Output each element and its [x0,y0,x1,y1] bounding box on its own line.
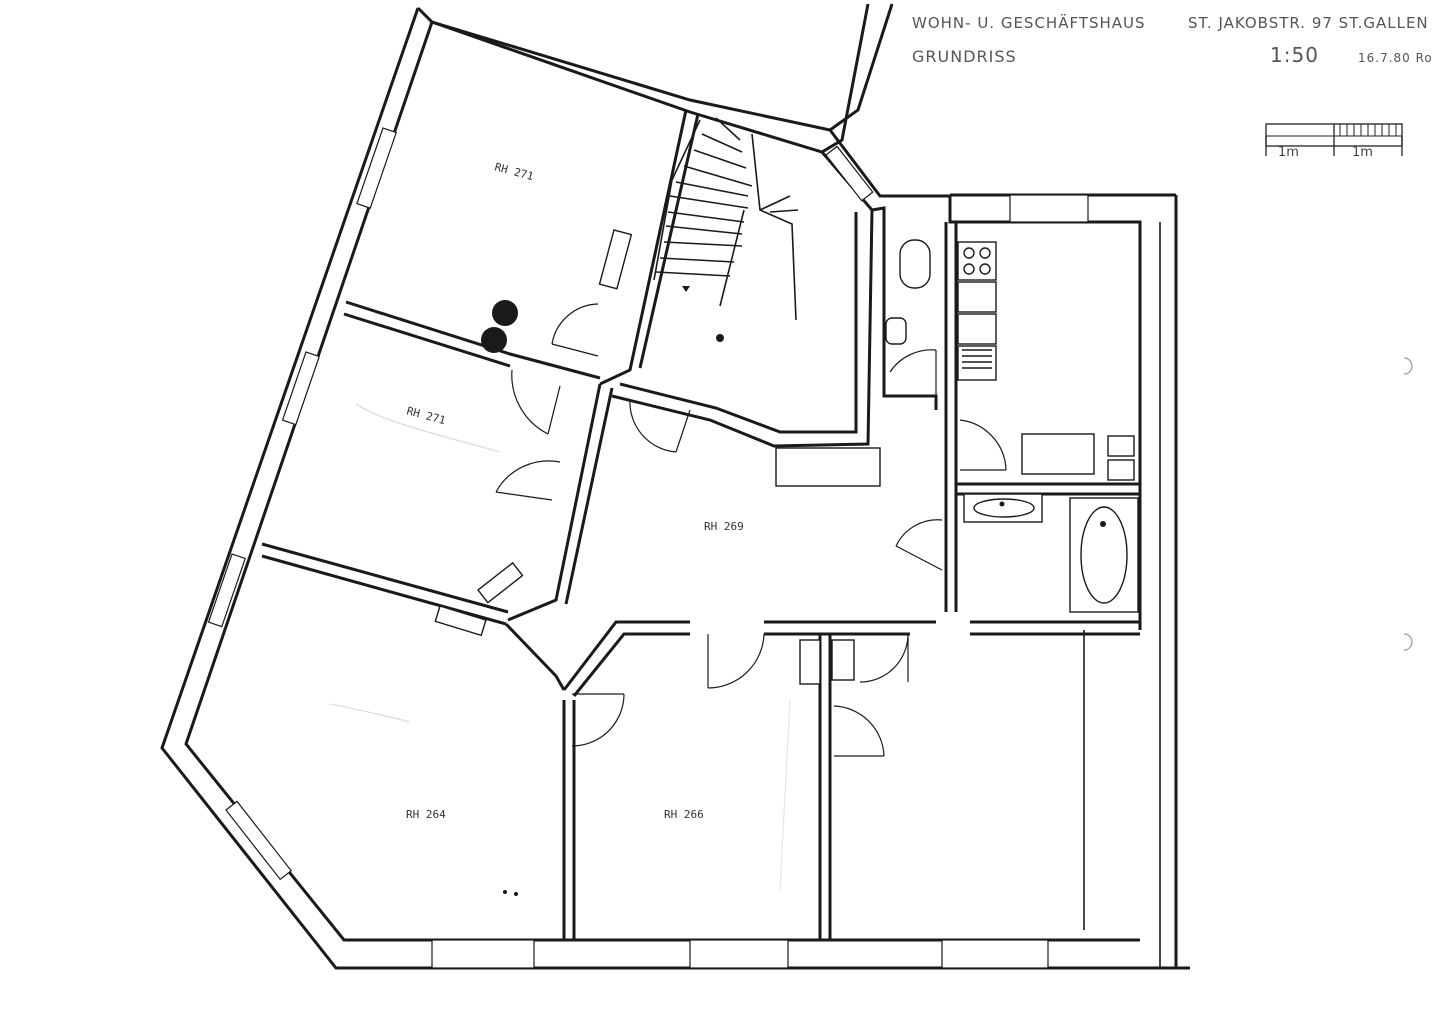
marker-dot [716,334,724,342]
room-labels: RH 271 RH 271 RH 269 RH 264 RH 266 [405,160,744,821]
window [281,351,320,426]
staircase [653,117,799,321]
cabinet [1107,435,1135,457]
title-block: WOHN- U. GESCHÄFTSHAUS ST. JAKOBSTR. 97 … [912,13,1433,67]
radiator [775,447,881,487]
fixtures [434,229,1139,685]
toilet-icon [899,239,931,289]
radiator [477,561,524,604]
sink-icon [957,313,997,345]
radiator [598,229,633,290]
window [207,553,246,628]
room-label-rh269: RH 269 [704,520,744,533]
handwritten-notes [329,403,791,891]
marker-dot [481,327,507,353]
radiator [434,605,487,637]
scale-bar: 1m 1m [1265,123,1403,160]
interior-walls [261,109,1140,940]
window [1009,194,1089,223]
windows [207,127,1089,969]
room-label-rh266: RH 266 [664,808,704,821]
marks [481,300,724,896]
marker-dot [492,300,518,326]
scale-label-right: 1m [1352,145,1373,160]
washbasin-icon [885,317,907,345]
counter [957,281,997,313]
title-scale: 1:50 [1270,43,1319,67]
cabinet [1107,459,1135,481]
punch-holes [1403,357,1413,651]
title-plan-type: GRUNDRISS [912,47,1017,66]
doors [495,303,1007,757]
counter [957,345,997,381]
title-date: 16.7.80 Ro [1358,51,1433,65]
window [689,939,789,969]
stove-icon [957,241,997,281]
title-building: WOHN- U. GESCHÄFTSHAUS [912,13,1146,32]
room-label-rh271-top: RH 271 [493,160,535,183]
title-address: ST. JAKOBSTR. 97 ST.GALLEN [1188,14,1429,32]
window [941,939,1049,969]
window [225,800,293,881]
window [825,145,874,202]
scale-label-left: 1m [1278,145,1299,160]
radiator [799,639,821,685]
window [356,127,397,209]
outer-walls [160,3,1190,970]
radiator [1021,433,1095,475]
room-label-rh264: RH 264 [406,808,446,821]
window [431,939,535,969]
radiator [831,639,855,681]
room-label-rh271-mid: RH 271 [405,404,447,427]
